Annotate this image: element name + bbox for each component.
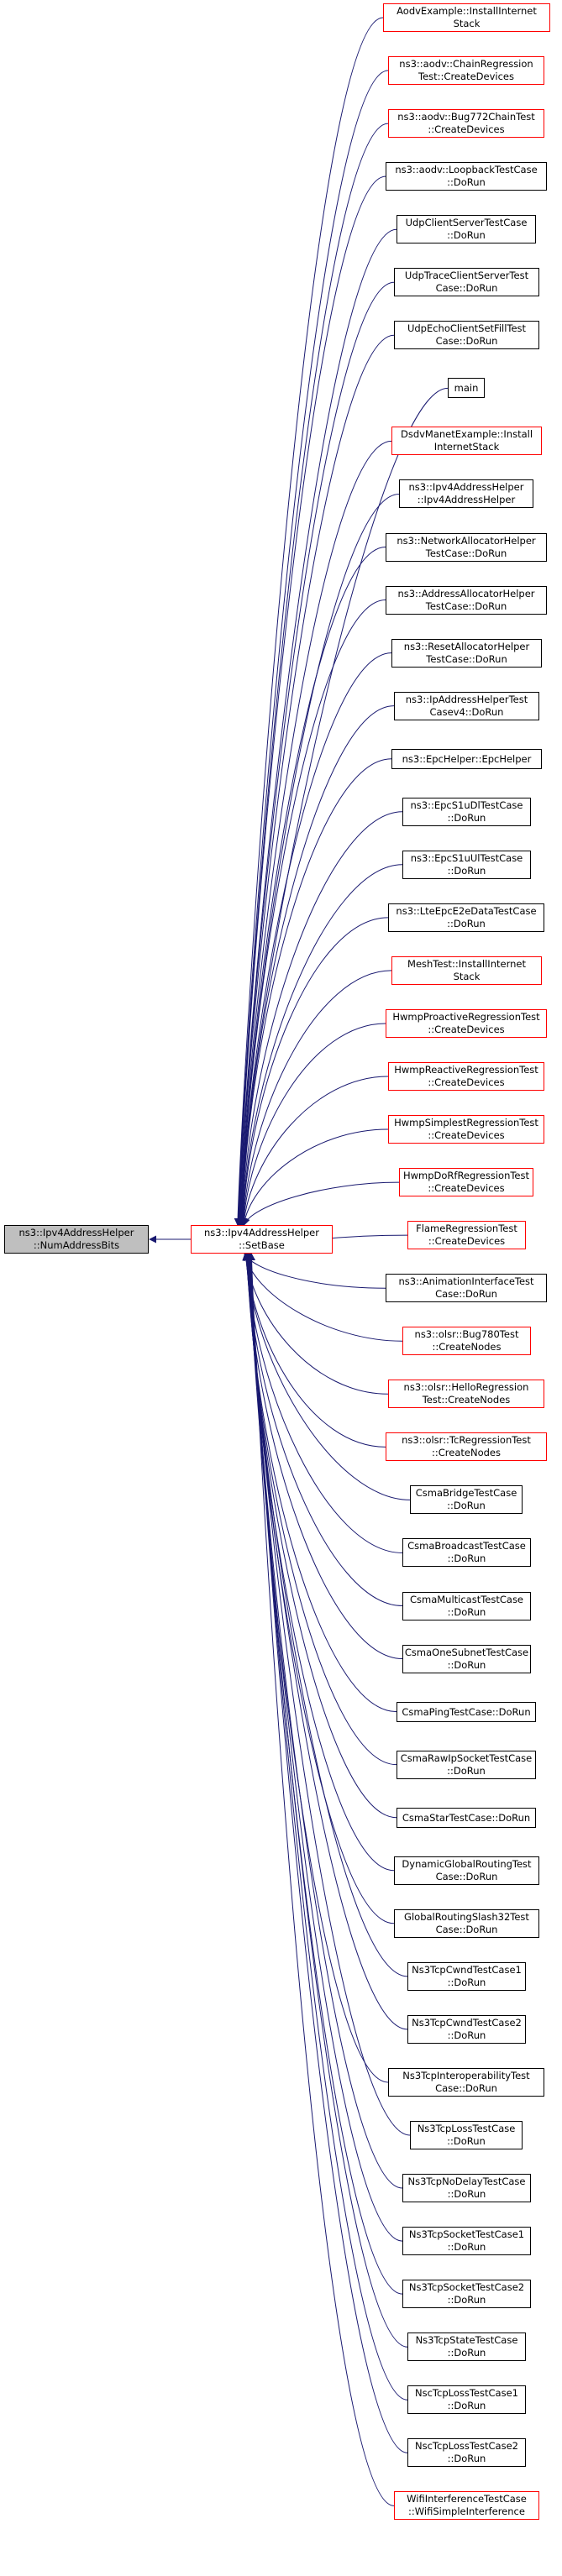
call-edge <box>246 1253 403 2295</box>
call-edge <box>234 17 384 1226</box>
caller-node[interactable]: DsdvManetExample::Install InternetStack <box>391 427 542 455</box>
caller-node[interactable]: main <box>448 378 485 398</box>
caller-node[interactable]: UdpTraceClientServerTest Case::DoRun <box>394 268 539 296</box>
caller-node[interactable]: ns3::NetworkAllocatorHelper TestCase::Do… <box>386 533 547 562</box>
call-edge <box>239 970 392 1226</box>
call-edge <box>236 440 392 1226</box>
caller-node[interactable]: ns3::ResetAllocatorHelper TestCase::DoRu… <box>391 639 542 668</box>
call-edge <box>235 281 395 1226</box>
call-edge <box>239 864 403 1226</box>
caller-node[interactable]: MeshTest::InstallInternet Stack <box>391 956 542 985</box>
caller-node[interactable]: ns3::olsr::Bug780Test ::CreateNodes <box>402 1327 531 1355</box>
caller-node[interactable]: FlameRegressionTest ::CreateDevices <box>407 1221 526 1249</box>
call-edge <box>247 1253 408 2453</box>
call-edge <box>234 175 386 1226</box>
caller-node[interactable]: ns3::aodv::Bug772ChainTest ::CreateDevic… <box>388 109 544 138</box>
caller-node[interactable]: Ns3TcpStateTestCase ::DoRun <box>407 2333 526 2361</box>
caller-node[interactable]: ns3::AnimationInterfaceTest Case::DoRun <box>386 1274 547 1302</box>
caller-node[interactable]: DynamicGlobalRoutingTest Case::DoRun <box>394 1856 539 1885</box>
caller-node[interactable]: UdpClientServerTestCase ::DoRun <box>397 215 536 243</box>
caller-node[interactable]: HwmpDoRfRegressionTest ::CreateDevices <box>399 1168 533 1196</box>
caller-node[interactable]: ns3::LteEpcE2eDataTestCase ::DoRun <box>388 903 544 932</box>
caller-node[interactable]: UdpEchoClientSetFillTest Case::DoRun <box>394 321 539 349</box>
caller-node[interactable]: NscTcpLossTestCase1 ::DoRun <box>407 2385 526 2414</box>
caller-node[interactable]: CsmaBroadcastTestCase ::DoRun <box>402 1538 531 1567</box>
call-edge <box>244 1253 395 1924</box>
call-edge <box>237 599 386 1226</box>
caller-node[interactable]: CsmaRawIpSocketTestCase ::DoRun <box>397 1751 536 1779</box>
caller-node[interactable]: CsmaOneSubnetTestCase ::DoRun <box>402 1645 531 1673</box>
call-edge <box>234 228 397 1226</box>
caller-node[interactable]: ns3::IpAddressHelperTest Casev4::DoRun <box>394 692 539 720</box>
caller-node[interactable]: ns3::AddressAllocatorHelper TestCase::Do… <box>386 586 547 615</box>
node-set-base[interactable]: ns3::Ipv4AddressHelper ::SetBase <box>191 1225 333 1254</box>
call-edge <box>237 652 392 1226</box>
caller-node[interactable]: ns3::aodv::LoopbackTestCase ::DoRun <box>386 162 547 191</box>
call-edge <box>238 811 403 1226</box>
call-edge <box>240 1076 389 1226</box>
caller-node[interactable]: HwmpProactiveRegressionTest ::CreateDevi… <box>386 1009 547 1038</box>
caller-node[interactable]: CsmaPingTestCase::DoRun <box>397 1702 536 1722</box>
caller-node[interactable]: GlobalRoutingSlash32Test Case::DoRun <box>394 1909 539 1938</box>
call-edge <box>239 917 389 1226</box>
caller-node[interactable]: WifiInterferenceTestCase ::WifiSimpleInt… <box>394 2491 539 2520</box>
call-edge <box>244 1253 386 1289</box>
caller-node[interactable]: Ns3TcpSocketTestCase1 ::DoRun <box>402 2227 531 2255</box>
caller-node[interactable]: ns3::aodv::ChainRegression Test::CreateD… <box>388 56 544 85</box>
focus-node-num-address-bits: ns3::Ipv4AddressHelper ::NumAddressBits <box>4 1225 149 1254</box>
caller-node[interactable]: HwmpReactiveRegressionTest ::CreateDevic… <box>388 1062 544 1091</box>
caller-node[interactable]: Ns3TcpNoDelayTestCase ::DoRun <box>402 2174 531 2202</box>
call-edge <box>245 1253 389 2083</box>
caller-node[interactable]: ns3::EpcS1uDlTestCase ::DoRun <box>402 798 531 826</box>
call-edge <box>235 334 395 1226</box>
call-edge <box>247 1253 408 2401</box>
call-edge <box>248 1253 395 2506</box>
caller-node[interactable]: CsmaBridgeTestCase ::DoRun <box>410 1485 523 1514</box>
caller-node[interactable]: Ns3TcpInteroperabilityTest Case::DoRun <box>388 2068 544 2097</box>
caller-node[interactable]: NscTcpLossTestCase2 ::DoRun <box>407 2438 526 2467</box>
call-edge <box>245 1253 411 2136</box>
call-edge <box>240 1128 389 1226</box>
call-edge <box>236 493 400 1226</box>
call-edge <box>239 1023 386 1226</box>
call-edge <box>234 70 389 1226</box>
caller-node[interactable]: ns3::Ipv4AddressHelper ::Ipv4AddressHelp… <box>399 479 533 508</box>
caller-node[interactable]: ns3::EpcHelper::EpcHelper <box>391 749 542 769</box>
caller-node[interactable]: Ns3TcpCwndTestCase1 ::DoRun <box>407 1962 526 1991</box>
caller-node[interactable]: CsmaMulticastTestCase ::DoRun <box>402 1592 531 1620</box>
caller-node[interactable]: Ns3TcpLossTestCase ::DoRun <box>410 2121 523 2149</box>
caller-node[interactable]: AodvExample::InstallInternet Stack <box>383 3 550 32</box>
caller-node[interactable]: ns3::olsr::HelloRegression Test::CreateN… <box>388 1380 544 1408</box>
caller-node[interactable]: ns3::olsr::TcRegressionTest ::CreateNode… <box>386 1432 547 1461</box>
call-edge <box>237 547 386 1226</box>
caller-node[interactable]: CsmaStarTestCase::DoRun <box>397 1808 536 1828</box>
caller-node[interactable]: Ns3TcpCwndTestCase2 ::DoRun <box>407 2015 526 2044</box>
call-edge <box>242 1181 400 1226</box>
call-edge <box>242 1253 403 1342</box>
caller-node[interactable]: ns3::EpcS1uUlTestCase ::DoRun <box>402 851 531 879</box>
caller-node[interactable]: Ns3TcpSocketTestCase2 ::DoRun <box>402 2280 531 2308</box>
call-edge <box>242 1253 389 1395</box>
call-edge <box>238 758 392 1226</box>
call-edge <box>246 1253 403 2242</box>
caller-node[interactable]: HwmpSimplestRegressionTest ::CreateDevic… <box>388 1115 544 1144</box>
